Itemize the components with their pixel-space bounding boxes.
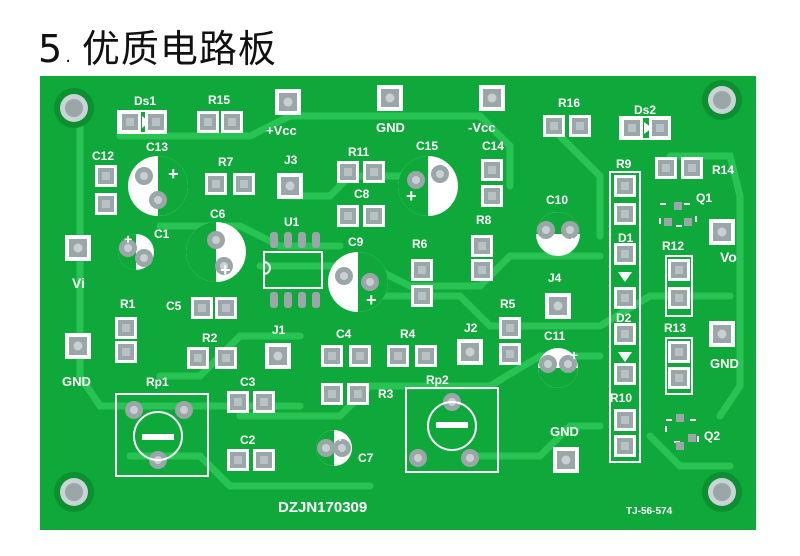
label-c13: C13 [146,140,168,154]
mounting-hole-bottom-left [54,472,94,512]
mounting-hole-bottom-right [702,472,742,512]
svg-text:+: + [220,260,231,280]
label-c12: C12 [92,149,114,163]
label-r2: R2 [202,331,218,345]
label-r8: R8 [476,213,492,227]
label-r1: R1 [120,297,136,311]
label-q2: Q2 [704,429,720,443]
label-vcc-negative: -Vcc [468,120,495,135]
label-vi: Vi [72,275,85,291]
pcb-board: Ds1 R15 +Vcc GND -Vcc R16 Ds2 C12 C13 [40,76,756,530]
label-c4: C4 [336,327,352,341]
label-q1: Q1 [696,191,712,205]
label-c14: C14 [482,139,504,153]
label-r7: R7 [218,155,234,169]
label-c3: C3 [240,375,256,389]
pad-gnd-top [377,85,403,111]
label-r10: R10 [610,391,632,405]
label-vo: Vo [720,249,737,265]
label-c6: C6 [210,207,226,221]
svg-text:+: + [124,231,132,247]
svg-text:+: + [336,429,344,445]
label-c10: C10 [546,193,568,207]
label-c11: C11 [544,329,566,343]
label-r15: R15 [208,93,230,107]
label-c7: C7 [358,451,374,465]
label-r11: R11 [348,145,370,159]
label-gnd-left: GND [62,374,91,389]
svg-text:+: + [570,347,578,363]
label-vcc-positive: +Vcc [266,123,297,138]
board-code: TJ-56-574 [626,506,673,517]
label-c1: C1 [154,227,170,241]
mounting-hole-top-right [702,80,742,120]
label-r16: R16 [558,96,580,110]
label-d1: D1 [618,231,634,245]
label-j4: J4 [548,271,562,285]
heading-title: 优质电路板 [81,27,277,71]
svg-text:+: + [568,233,576,249]
label-r4: R4 [400,327,416,341]
label-rp2: Rp2 [426,373,449,387]
label-ds1: Ds1 [134,94,156,108]
svg-text:+: + [168,164,179,184]
label-ds2: Ds2 [634,103,656,117]
label-c5: C5 [166,299,182,313]
copper-traces [76,102,744,490]
label-r3: R3 [378,387,394,401]
label-c9: C9 [348,235,364,249]
pad-vi [65,235,91,261]
label-gnd-right: GND [710,356,739,371]
pad-vcc-negative [479,85,505,111]
svg-text:+: + [406,186,417,206]
pad-vo [709,219,735,245]
label-j3: J3 [284,153,298,167]
label-r13: R13 [664,321,686,335]
label-r12: R12 [662,239,684,253]
label-r14: R14 [712,163,734,177]
pad-gnd-bottom [553,447,579,473]
pad-vcc-positive [275,89,301,115]
pad-gnd-right [709,321,735,347]
label-c15: C15 [416,139,438,153]
mounting-hole-top-left [54,88,94,128]
label-rp1: Rp1 [146,375,169,389]
label-c8: C8 [354,187,370,201]
svg-text:+: + [366,290,377,310]
label-j1: J1 [272,323,286,337]
page-heading: 5.优质电路板 [38,27,277,71]
label-c2: C2 [240,433,256,447]
label-d2: D2 [616,311,632,325]
label-gnd-top: GND [376,120,405,135]
label-r9: R9 [616,157,632,171]
heading-number: 5 [38,27,64,71]
pad-gnd-left [65,333,91,359]
label-r5: R5 [500,297,516,311]
label-gnd-bottom: GND [550,424,579,439]
board-id: DZJN170309 [278,499,367,516]
label-j2: J2 [464,321,478,335]
label-u1: U1 [284,215,300,229]
label-r6: R6 [412,237,428,251]
